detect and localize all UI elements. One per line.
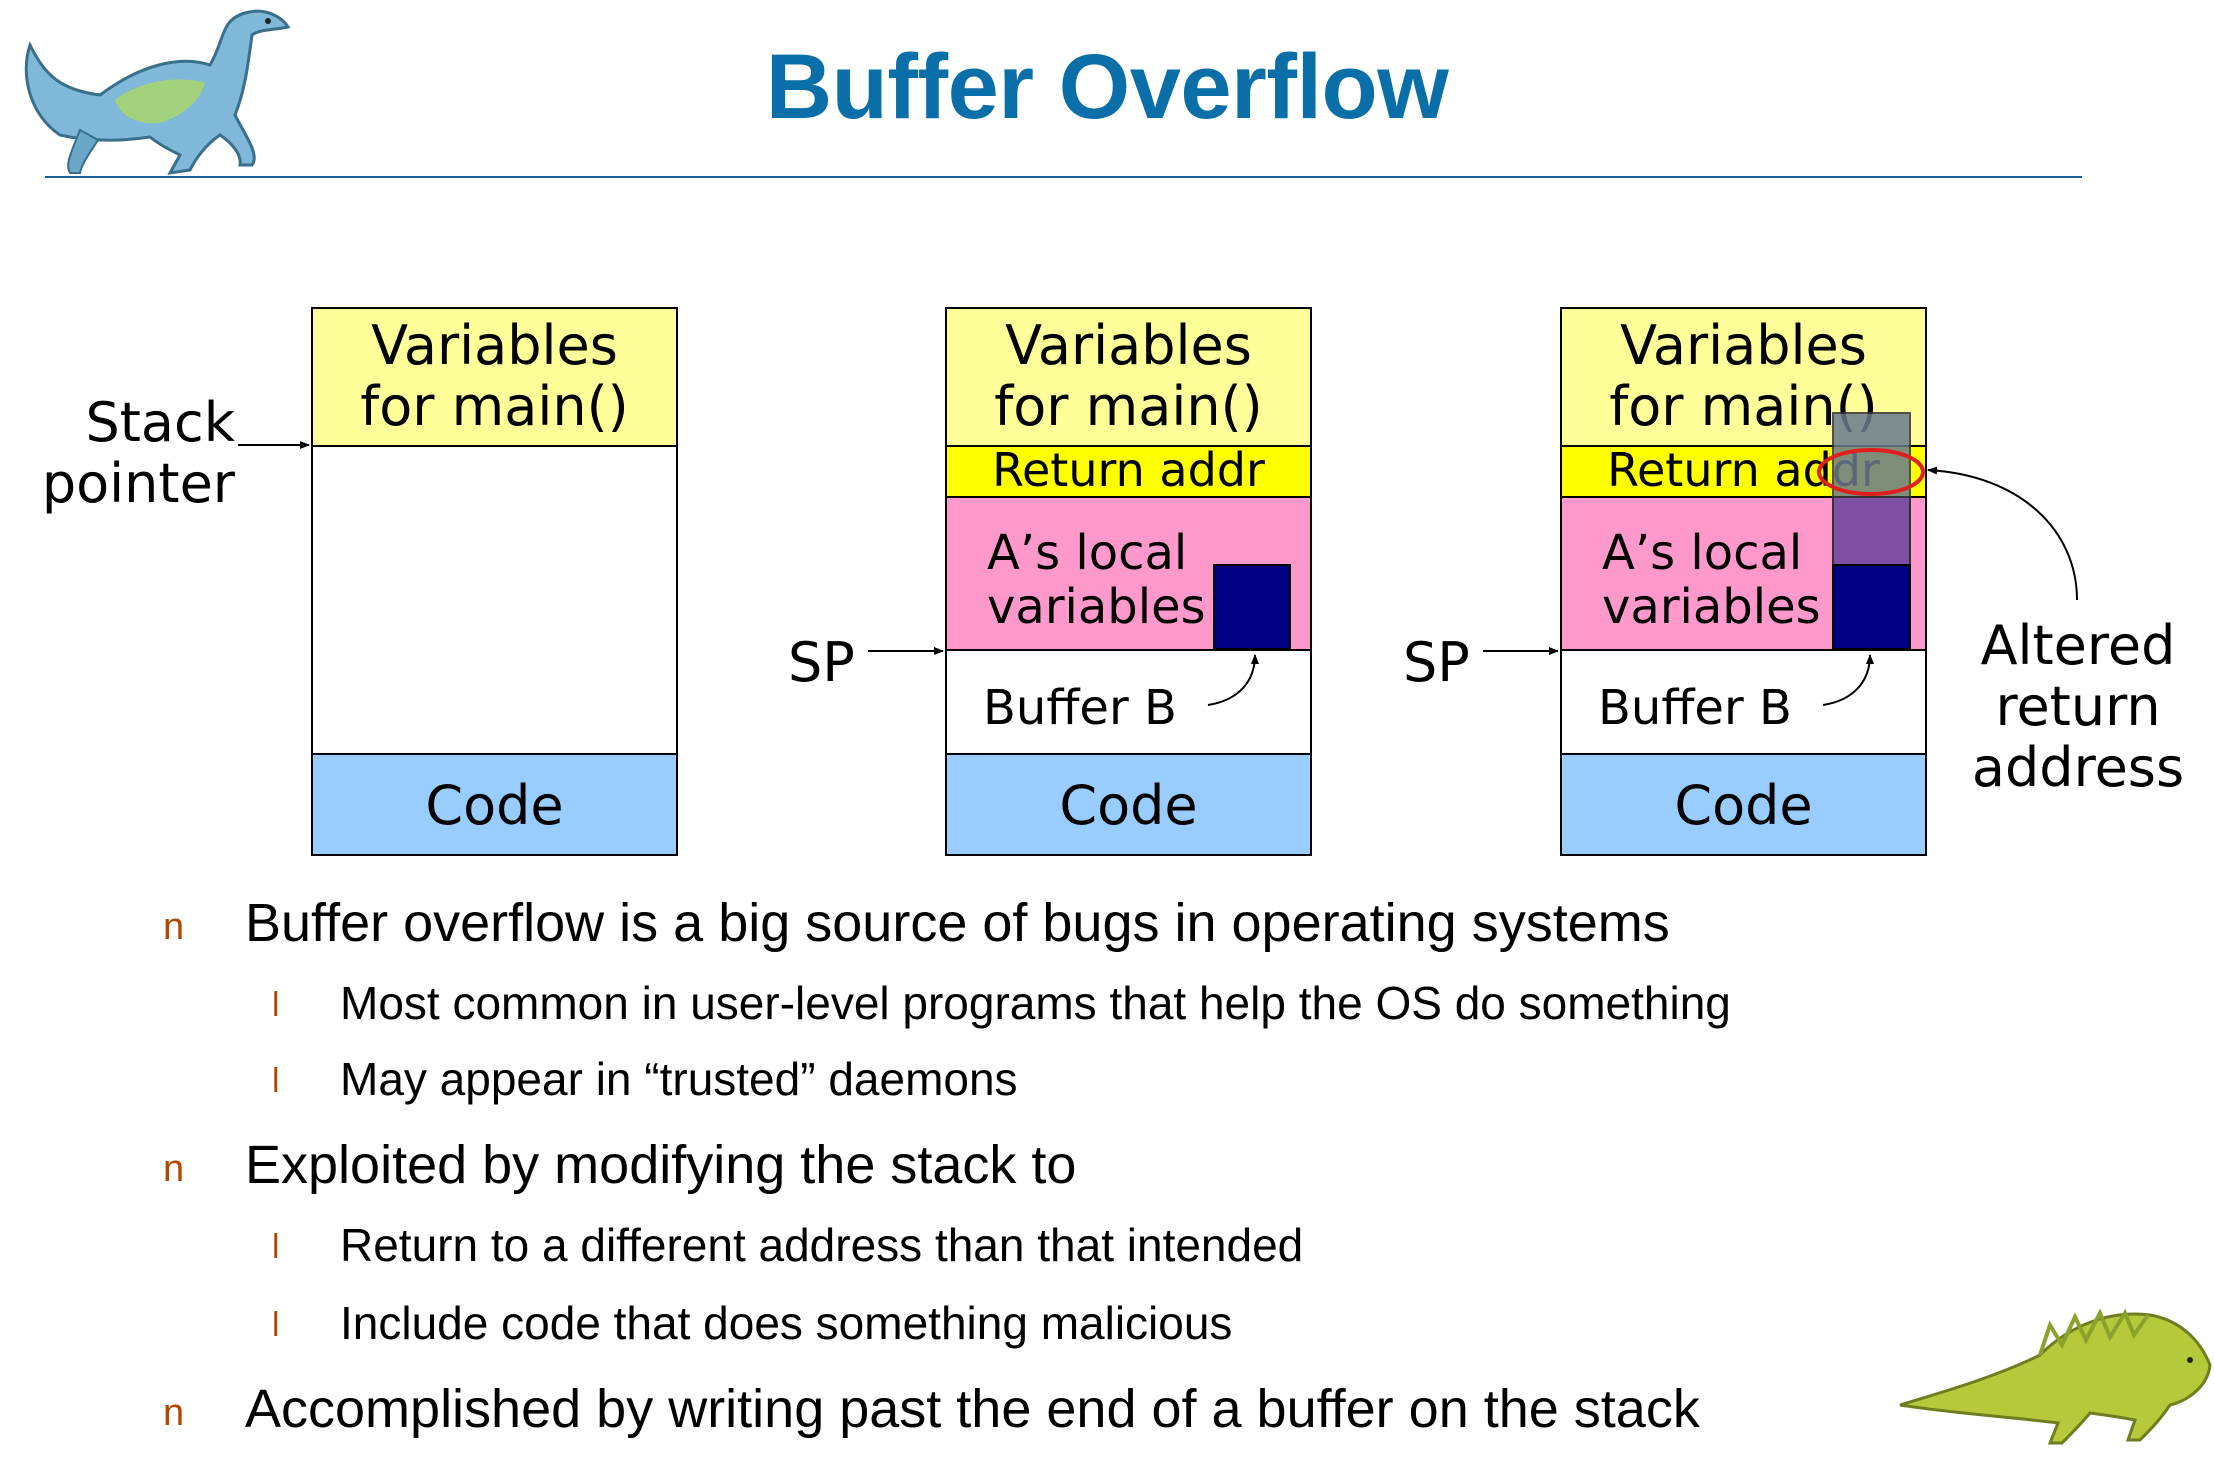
altered-return-address-label: Altered return address	[1971, 614, 2185, 800]
stack3-code	[1560, 753, 1927, 856]
stack2-code	[945, 753, 1312, 856]
stack1-empty-space	[311, 445, 678, 755]
stack2-sp-label: SP	[788, 631, 855, 694]
stack2-code-label: Code	[1059, 774, 1198, 837]
sub-bullet-marker: l	[272, 1062, 280, 1100]
stack3-overflow-purple	[1832, 496, 1911, 566]
stack2-return-addr-label: Return addr	[992, 443, 1265, 497]
bullet-text: Accomplished by writing past the end of …	[245, 1379, 1700, 1439]
stack1-code-label: Code	[425, 774, 564, 837]
bullet-marker: n	[163, 1148, 185, 1190]
altered-return-arrow	[1927, 466, 2078, 601]
sub-bullet-marker: l	[272, 1306, 280, 1344]
stack3-sp-label: SP	[1403, 631, 1470, 694]
stack3-overflow-dark	[1832, 564, 1911, 650]
stack3-overflow-gray	[1832, 412, 1911, 498]
stack2-buffer-label: Buffer B	[983, 680, 1177, 736]
stack3-buffer-label: Buffer B	[1598, 680, 1792, 736]
sub-bullet-text: Return to a different address than that …	[340, 1219, 1304, 1271]
stack1-code	[311, 753, 678, 856]
stack2-return-addr	[945, 445, 1312, 498]
stack2-main-vars-label: Variables for main()	[994, 314, 1263, 439]
stack3-code-label: Code	[1674, 774, 1813, 837]
sub-bullet-marker: l	[272, 986, 280, 1024]
sub-bullet-text: Most common in user-level programs that …	[340, 977, 1731, 1029]
slide-title: Buffer Overflow	[765, 36, 1449, 138]
stack1-pointer-label: Stack pointer	[41, 391, 235, 516]
bullet-marker: n	[163, 1392, 185, 1434]
bullet-text: Exploited by modifying the stack to	[245, 1135, 1077, 1195]
title-divider	[45, 176, 2082, 178]
stack2-local-vars-label: A’s local variables	[987, 525, 1206, 636]
stack2-overflow-block	[1213, 564, 1291, 650]
sub-bullet-text: May appear in “trusted” daemons	[340, 1053, 1018, 1105]
sub-bullet-text: Include code that does something malicio…	[340, 1297, 1233, 1349]
stack1-main-vars	[311, 307, 678, 447]
stack3-main-vars-label: Variables for main()	[1609, 314, 1878, 439]
stack1-main-vars-label: Variables for main()	[360, 314, 629, 439]
sub-bullet-marker: l	[272, 1228, 280, 1266]
stack3-local-vars-label: A’s local variables	[1602, 525, 1821, 636]
bullet-marker: n	[163, 906, 185, 948]
bullet-text: Buffer overflow is a big source of bugs …	[245, 893, 1670, 953]
